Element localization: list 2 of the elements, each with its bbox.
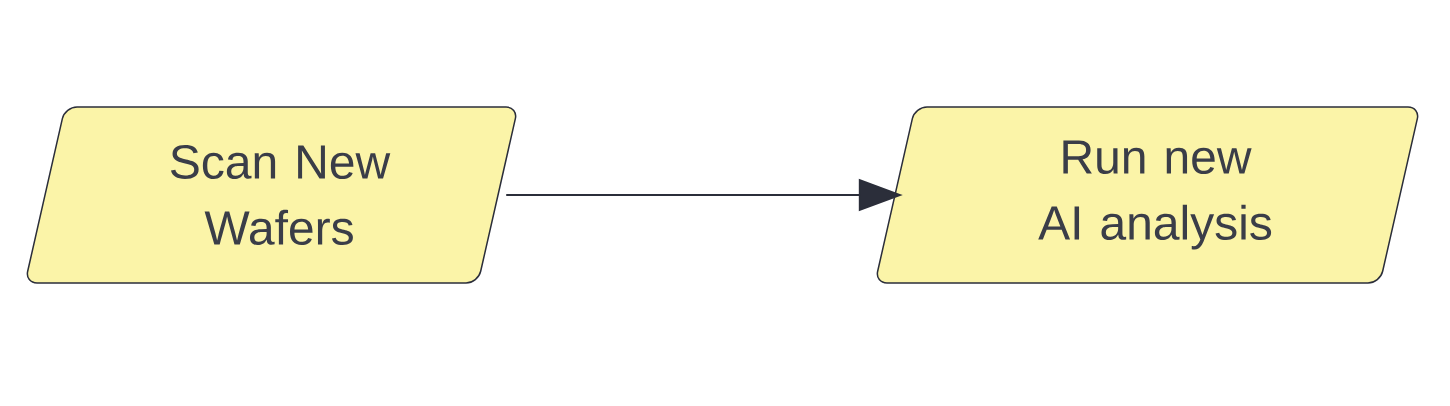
- parallelogram-box: Scan New Wafers: [26, 106, 517, 284]
- parallelogram-box: Run new AI analysis: [876, 106, 1419, 284]
